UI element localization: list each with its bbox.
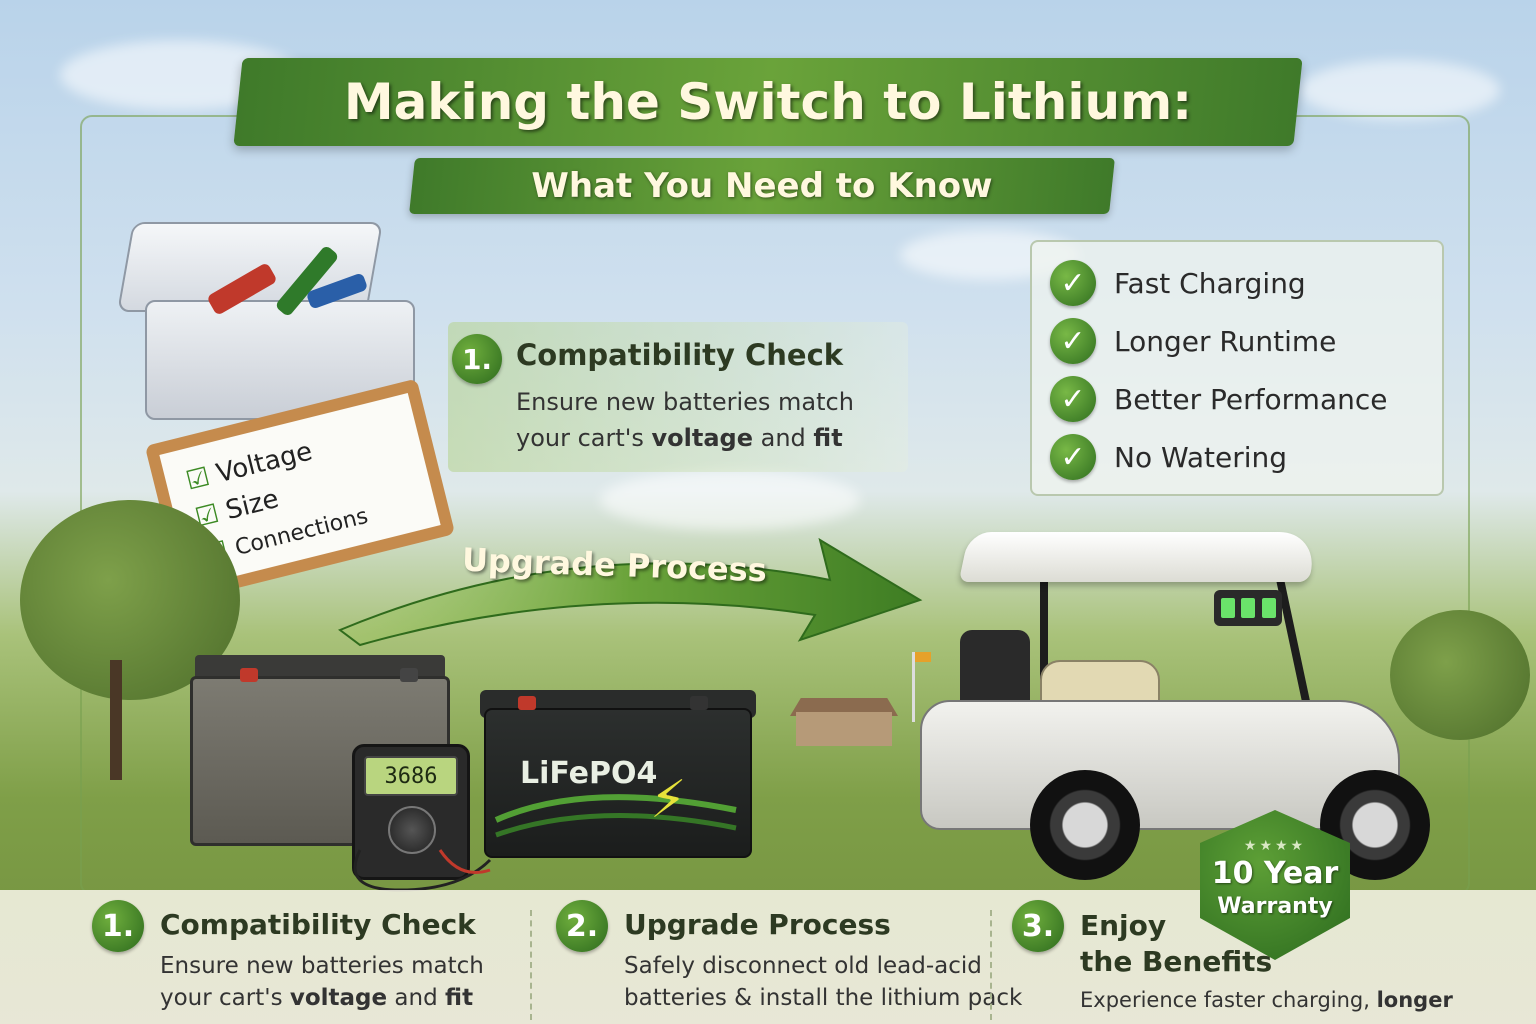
multimeter-dial-icon xyxy=(388,806,436,854)
check-icon: ✓ xyxy=(1050,260,1096,306)
cloud xyxy=(1300,60,1500,120)
step-number-badge: 1. xyxy=(92,900,144,952)
benefit-item: ✓Better Performance xyxy=(1050,370,1424,428)
step-divider xyxy=(530,910,532,1020)
battery-charge-indicator xyxy=(1214,590,1282,626)
step-number-badge: 1. xyxy=(452,334,502,384)
multimeter-display: 3686 xyxy=(364,756,458,796)
page-title: Making the Switch to Lithium: xyxy=(343,73,1193,131)
compatibility-step-card: 1. Compatibility Check Ensure new batter… xyxy=(448,322,908,472)
check-icon: ✓ xyxy=(1050,434,1096,480)
check-icon: ✓ xyxy=(1050,376,1096,422)
step-description: Ensure new batteries match your cart's v… xyxy=(516,388,854,452)
clubhouse-icon xyxy=(796,712,892,746)
positive-terminal-icon xyxy=(240,668,258,682)
check-icon: ✓ xyxy=(1050,318,1096,364)
cart-roof-post xyxy=(1040,575,1048,715)
lithium-battery xyxy=(484,708,752,858)
step-heading: Compatibility Check xyxy=(516,338,844,372)
step-number-badge: 3. xyxy=(1012,900,1064,952)
benefit-item: ✓Longer Runtime xyxy=(1050,312,1424,370)
benefit-item: ✓No Watering xyxy=(1050,428,1424,486)
golf-flag-icon xyxy=(915,652,931,662)
cart-wheel-icon xyxy=(1030,770,1140,880)
golf-cart-body xyxy=(920,700,1400,830)
tree-trunk xyxy=(110,660,122,780)
negative-terminal-icon xyxy=(690,696,708,710)
page-subtitle: What You Need to Know xyxy=(531,166,993,206)
upgrade-arrow-icon xyxy=(337,537,923,647)
step-divider xyxy=(990,910,992,1020)
step-heading: Enjoy the Benefits xyxy=(1080,909,1273,978)
positive-terminal-icon xyxy=(518,696,536,710)
step-description: Ensure new batteries match your cart's v… xyxy=(160,953,484,1011)
step-heading: Compatibility Check xyxy=(160,908,476,941)
flag-pole xyxy=(912,652,915,722)
step-heading: Upgrade Process xyxy=(624,908,891,941)
checkbox-tick-icon: ☑ xyxy=(183,461,213,497)
clubhouse-roof xyxy=(790,698,898,716)
benefit-item: ✓Fast Charging xyxy=(1050,254,1424,312)
step-number-badge: 2. xyxy=(556,900,608,952)
negative-terminal-icon xyxy=(400,668,418,682)
step-description: Safely disconnect old lead-acid batterie… xyxy=(624,953,1023,1011)
battery-swoosh-icon xyxy=(494,794,737,838)
lightning-bolt-icon: ⚡ xyxy=(650,770,687,830)
warranty-years: 10 Year xyxy=(1211,856,1339,891)
toolbox-lid-icon xyxy=(117,222,383,312)
cloud xyxy=(600,470,860,530)
warranty-label: Warranty xyxy=(1217,894,1333,919)
warranty-stars-icon: ★★★★ xyxy=(1243,838,1307,854)
step-description: Experience faster charging, longer xyxy=(1080,988,1453,1012)
benefits-list: ✓Fast Charging ✓Longer Runtime ✓Better P… xyxy=(1030,240,1444,496)
golf-cart-roof xyxy=(958,532,1320,582)
tree-icon xyxy=(1390,610,1530,740)
battery-label: LiFePO4 xyxy=(520,756,658,791)
